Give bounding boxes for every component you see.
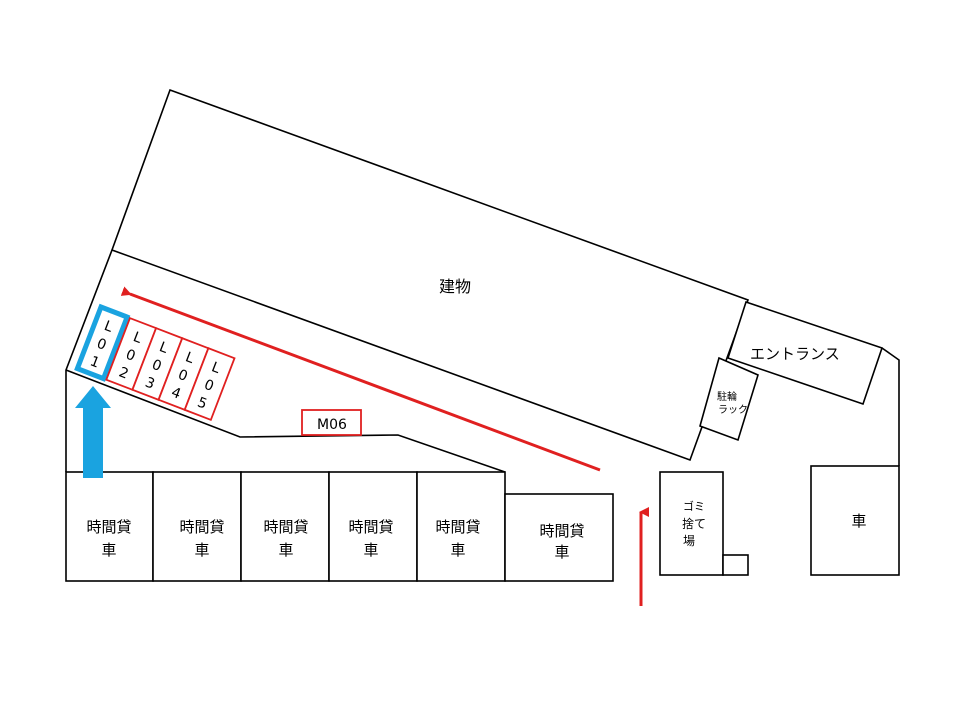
hourly-rental-space: [240, 471, 330, 582]
hourly-rental-label: 車: [363, 541, 378, 559]
entry-arrow: [75, 386, 111, 478]
garbage-area-annex: [722, 554, 749, 576]
space-m06: [301, 409, 362, 436]
hourly-rental-label: 時間貸: [179, 518, 224, 536]
l-space-l01: L 0 1: [74, 303, 131, 382]
building: [110, 88, 750, 462]
hourly-rental-label: 時間貸: [348, 518, 393, 536]
route-arrow-upper: [120, 286, 601, 472]
hourly-rental-space: [504, 493, 614, 582]
lot-boundary-inner: [65, 369, 506, 473]
hourly-rental-space: [328, 471, 418, 582]
bike-rack-label-1: 駐輪: [717, 390, 737, 403]
hourly-rental-label: 車: [450, 541, 465, 559]
l-spaces: L 0 1 L 0 2 L 0 3 L 0 4 L 0 5: [74, 303, 236, 422]
car-label: 車: [851, 512, 866, 530]
hourly-rental-label: 車: [278, 541, 293, 559]
space-m06-label: M06: [317, 417, 347, 433]
bike-rack-label-2: ラック: [718, 404, 748, 416]
hourly-rental-space: [65, 471, 154, 582]
hourly-rental-label: 時間貸: [435, 518, 480, 536]
l-space-l05: L 0 5: [183, 347, 236, 422]
car-space: [810, 465, 900, 576]
hourly-rental-label: 時間貸: [539, 522, 584, 540]
hourly-rental-label: 車: [554, 543, 569, 561]
hourly-rental-row: 時間貸 車 時間貸 車 時間貸 車 時間貸 車 時間貸 車 時間貸 車: [65, 471, 614, 582]
garbage-label-3: 場: [683, 534, 695, 548]
hourly-rental-label: 時間貸: [263, 518, 308, 536]
garbage-label-2: 捨て: [682, 516, 706, 531]
hourly-rental-label: 時間貸: [86, 518, 131, 536]
entrance: [726, 300, 884, 406]
garbage-label-1: ゴミ: [683, 499, 705, 513]
l-space-l02: L 0 2: [105, 316, 158, 391]
hourly-rental-space: [416, 471, 506, 582]
hourly-rental-label: 車: [194, 541, 209, 559]
garbage-area: [659, 471, 724, 576]
building-label: 建物: [439, 277, 471, 296]
hourly-rental-label: 車: [101, 541, 116, 559]
lot-boundary-right: [881, 347, 900, 466]
entrance-label: エントランス: [750, 345, 840, 363]
bike-rack: [699, 356, 759, 442]
